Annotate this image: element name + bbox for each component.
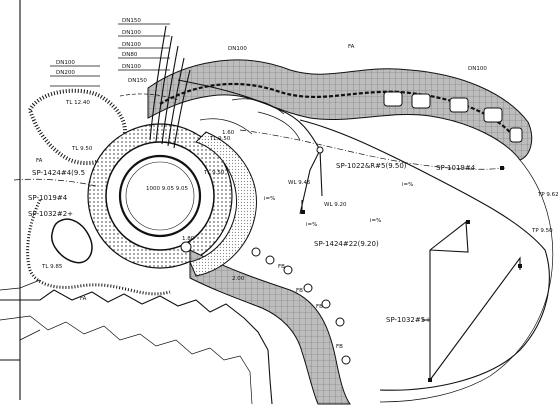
legend-left-1: DN100 <box>56 60 75 66</box>
legend-line-5: DN100 <box>122 64 141 70</box>
legend-left-3: DN150 <box>128 78 147 84</box>
slope-3: i=% <box>370 218 381 224</box>
building-outline-2 <box>0 315 253 405</box>
area-mark-3: FA <box>80 296 87 302</box>
top-pipe-label-2: DN100 <box>468 66 487 72</box>
pipe-legend-left: DN100 DN200 DN150 <box>56 60 147 84</box>
tag-sp1424-top: SP-1424#4(9.5 <box>32 169 85 177</box>
left-garden-path-lower <box>26 199 171 296</box>
tag-sp1424-mid: SP-1424#22(9.20) <box>314 240 379 248</box>
slope-2: i=% <box>306 222 317 228</box>
supply-line-left <box>13 178 97 187</box>
lawn-arc <box>299 119 550 391</box>
small-mark-3: FB <box>316 304 323 310</box>
right-lateral <box>422 220 521 381</box>
tag-sp1032-bottom: SP-1032#5+ <box>386 316 431 324</box>
lower-walkway <box>189 249 351 405</box>
number-3: 2.00 <box>232 276 245 282</box>
walkway-curb <box>159 82 516 139</box>
tag-sp1032-left: SP-1032#2+ <box>28 210 73 218</box>
top-pipe-label-1: DN100 <box>228 46 247 52</box>
elev-mid-a: WL 9.45 <box>288 180 311 186</box>
elev-right-a: TP 9.62 <box>537 192 559 198</box>
legend-line-1: DN150 <box>122 18 141 24</box>
legend-line-4: DN80 <box>122 52 138 58</box>
small-mark-1: FB <box>278 264 285 270</box>
main-pipe-bundle <box>149 25 191 149</box>
building-outline-3 <box>0 279 41 341</box>
legend-left-2: DN200 <box>56 70 75 76</box>
number-1: 1.60 <box>222 130 235 136</box>
plaza-core <box>118 154 202 238</box>
number-2: 1.80 <box>182 236 195 242</box>
supply-line-dashed <box>239 129 506 170</box>
left-garden-path <box>27 88 127 166</box>
small-pond <box>51 218 93 264</box>
elev-left-low: TL 9.85 <box>41 264 63 270</box>
elev-inner-b: TL 9.50 <box>203 170 225 176</box>
valve-boxes <box>180 146 351 365</box>
building-outline <box>0 289 273 405</box>
elev-left-mid: TL 9.50 <box>71 146 93 152</box>
site-boundary <box>0 0 21 400</box>
tag-sp1019-left: SP-1019#4 <box>28 194 68 202</box>
plaza-arcs <box>231 98 301 141</box>
pipe-right-branch <box>177 79 323 197</box>
plaza-core-inner <box>125 161 195 231</box>
ring-walkway <box>189 131 257 277</box>
valve-squares <box>301 166 522 382</box>
legend-line-3: DN100 <box>122 42 141 48</box>
elev-right-b: TP 9.50 <box>531 228 553 234</box>
legend-leaders <box>50 23 170 87</box>
elev-inner-a: TL 9.50 <box>209 136 231 142</box>
slope-1: i=% <box>264 196 275 202</box>
small-mark-4: FB <box>336 344 343 350</box>
elev-mid-b: WL 9.20 <box>324 202 347 208</box>
lawn-arc-outer <box>379 159 554 403</box>
elev-center: 1000 9.05 9.05 <box>146 186 188 192</box>
legend-line-2: DN100 <box>122 30 141 36</box>
area-mark-2: FA <box>36 158 43 164</box>
small-mark-2: FB <box>296 288 303 294</box>
walkway-planters <box>383 91 523 143</box>
elev-left-top: TL 12.40 <box>65 100 90 106</box>
area-mark-1: FA <box>348 44 355 50</box>
slope-4: i=% <box>402 182 413 188</box>
tag-sp1019-right: SP-1019#4 <box>436 164 476 172</box>
pipe-legend: DN150 DN100 DN100 DN80 DN100 <box>122 18 141 70</box>
plaza-top-arc <box>199 118 253 135</box>
tag-sp1022: SP-1022&R#5(9.50) <box>336 162 407 170</box>
